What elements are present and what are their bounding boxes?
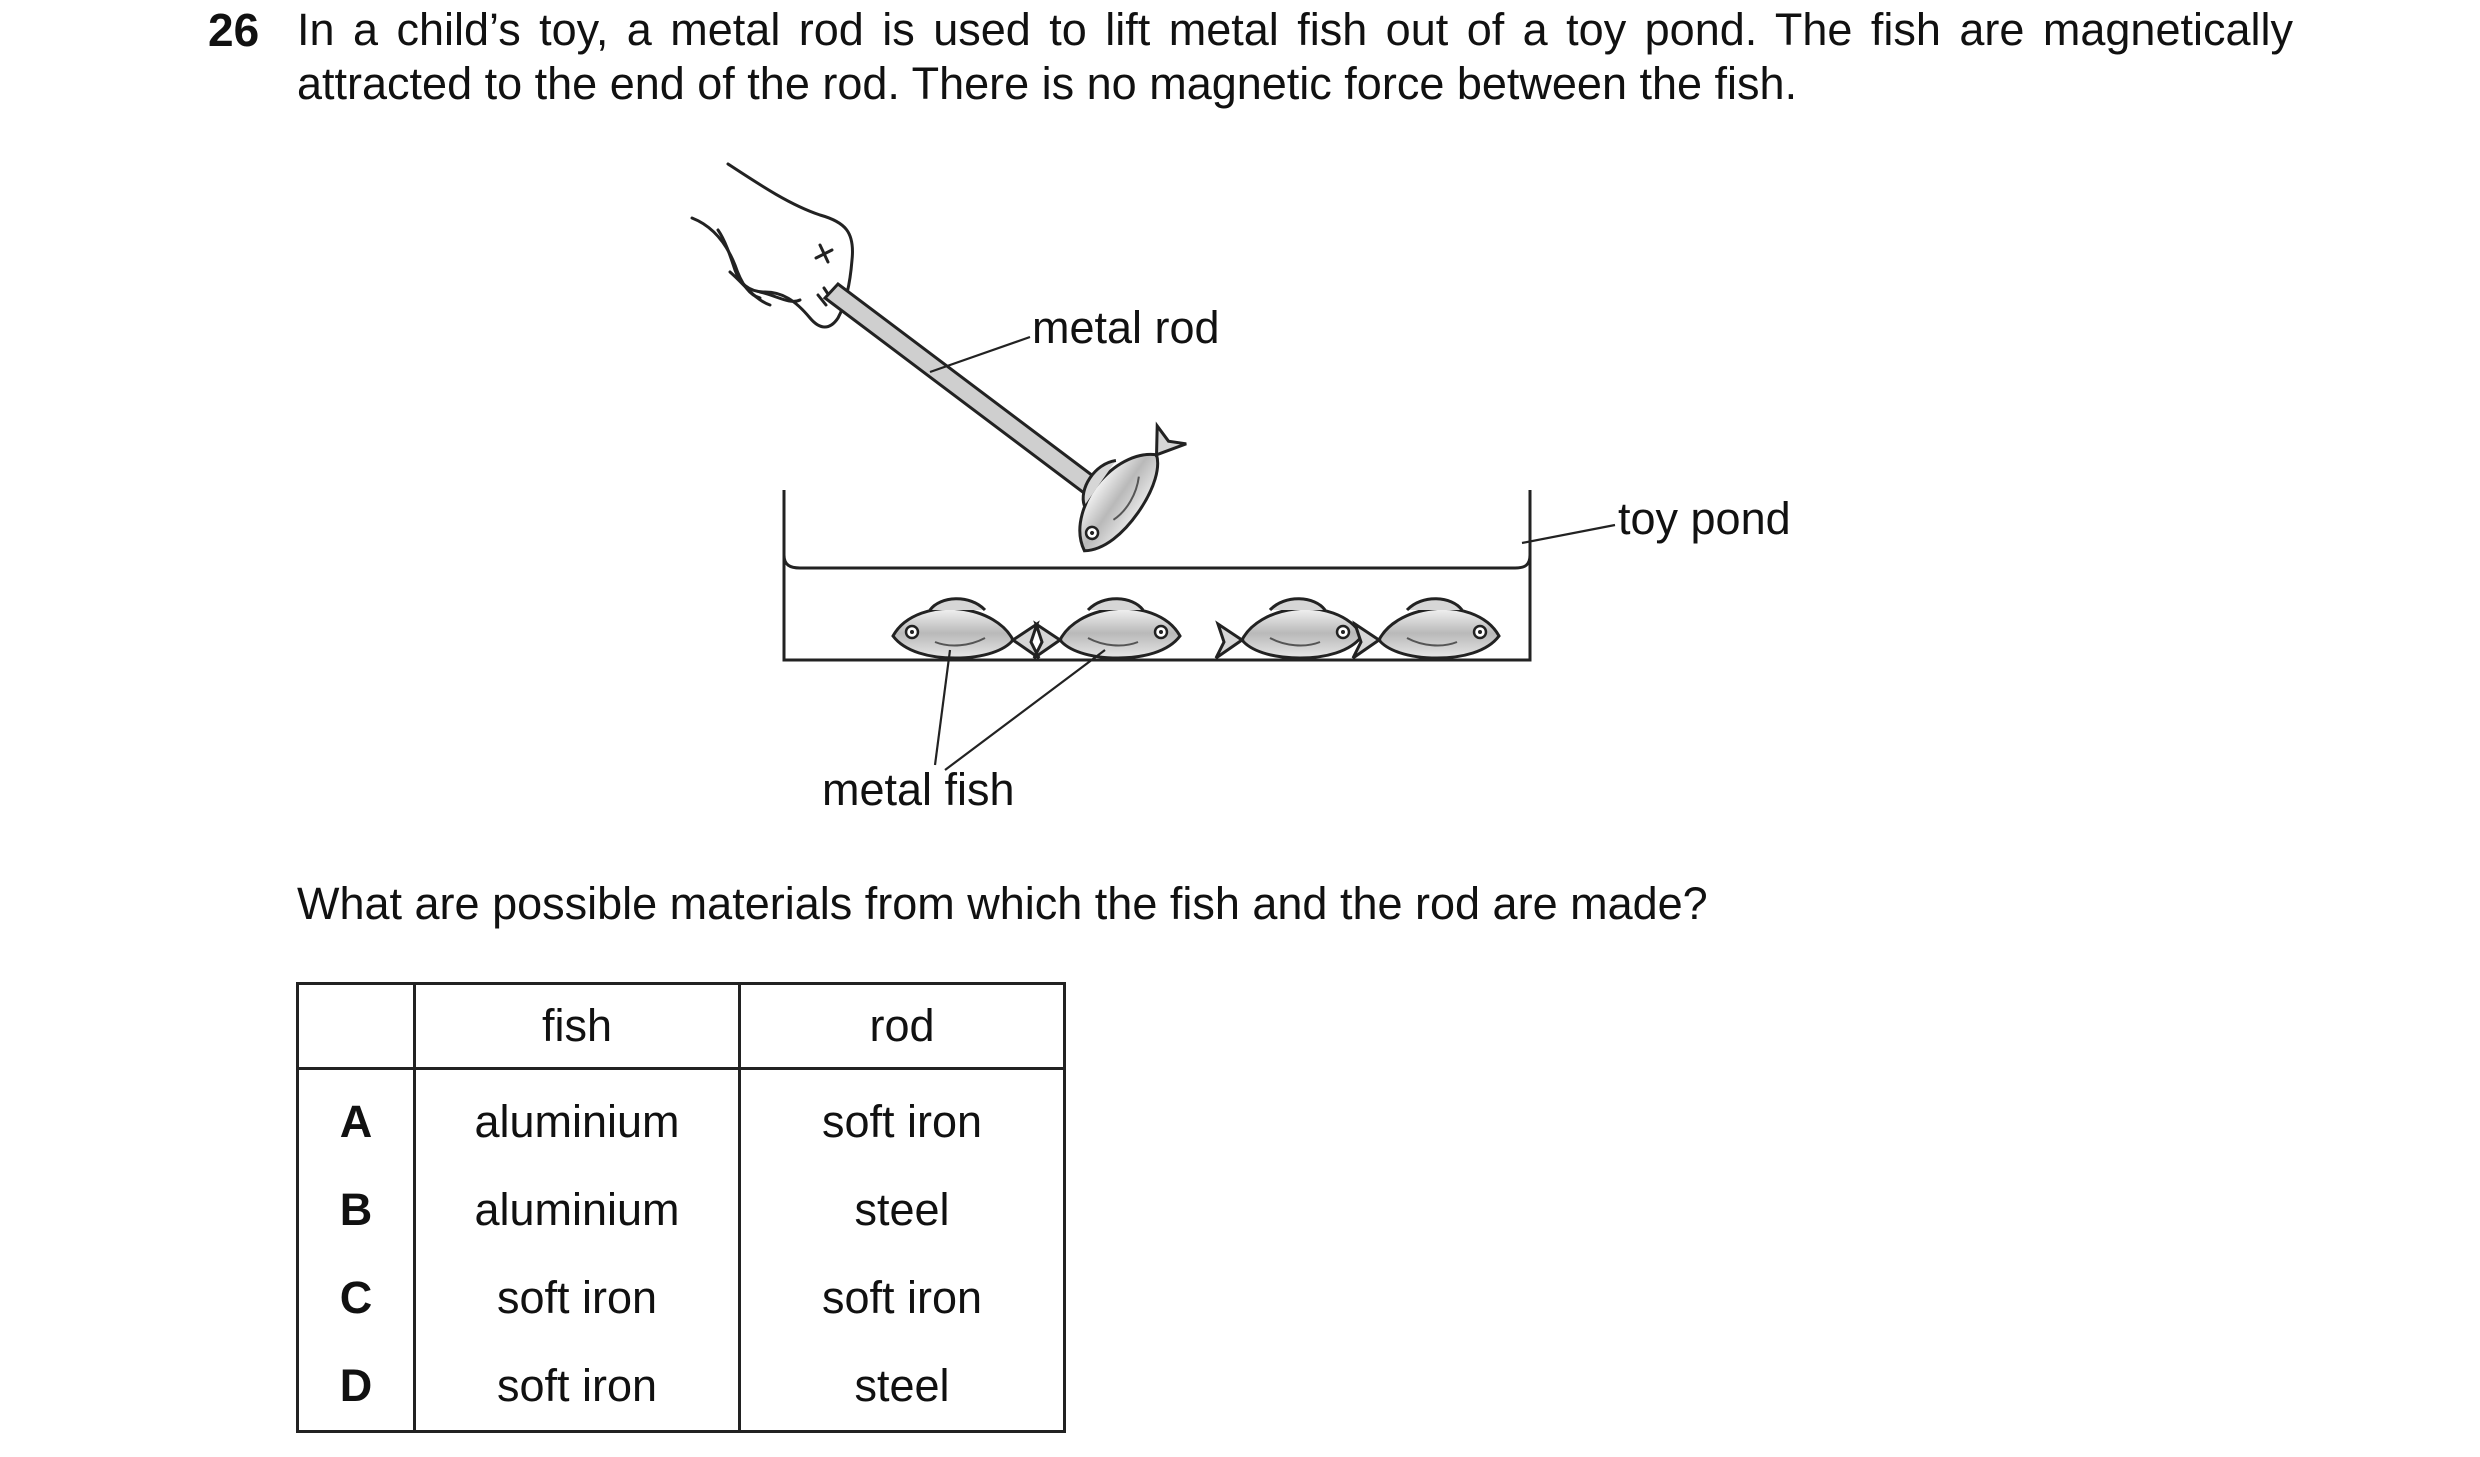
fish-in-pond-2 [1032, 597, 1182, 660]
option-rod: steel [738, 1342, 1066, 1433]
option-rod: soft iron [738, 1254, 1066, 1342]
question-text-line-1: In a child’s toy, a metal rod is used to… [297, 4, 2293, 55]
header-fish: fish [413, 982, 741, 1070]
fish-in-pond-1 [891, 597, 1041, 660]
header-key [296, 982, 416, 1070]
option-rod: steel [738, 1166, 1066, 1254]
option-key: B [296, 1166, 416, 1254]
fish-in-pond-3 [1214, 597, 1364, 660]
metal-fish-label: metal fish [822, 764, 1015, 815]
label-leader-lines [929, 335, 1616, 771]
option-row-d: D soft iron steel [296, 1342, 1066, 1433]
fish-in-pond-4 [1351, 597, 1501, 660]
option-fish: aluminium [413, 1068, 741, 1166]
metal-rod-label: metal rod [1032, 302, 1220, 353]
option-row-b: B aluminium steel [296, 1166, 1066, 1254]
option-row-c: C soft iron soft iron [296, 1254, 1066, 1342]
toy-pond-label: toy pond [1618, 493, 1791, 544]
option-fish: soft iron [413, 1342, 741, 1433]
hand-illustration [690, 162, 855, 329]
table-header-row: fish rod [296, 982, 1066, 1070]
option-fish: soft iron [413, 1254, 741, 1342]
option-rod: soft iron [738, 1068, 1066, 1166]
question-number: 26 [208, 4, 260, 56]
option-row-a: A aluminium soft iron [296, 1068, 1066, 1166]
header-rod: rod [738, 982, 1066, 1070]
answer-options-table: fish rod A aluminium soft iron B alumini… [296, 982, 1066, 1433]
option-key: C [296, 1254, 416, 1342]
option-key: A [296, 1068, 416, 1166]
option-key: D [296, 1342, 416, 1433]
option-fish: aluminium [413, 1166, 741, 1254]
toy-fishing-diagram [690, 162, 1616, 771]
question-text-line-2: attracted to the end of the rod. There i… [297, 58, 1798, 109]
toy-pond [782, 490, 1532, 662]
question-prompt: What are possible materials from which t… [297, 878, 1708, 929]
